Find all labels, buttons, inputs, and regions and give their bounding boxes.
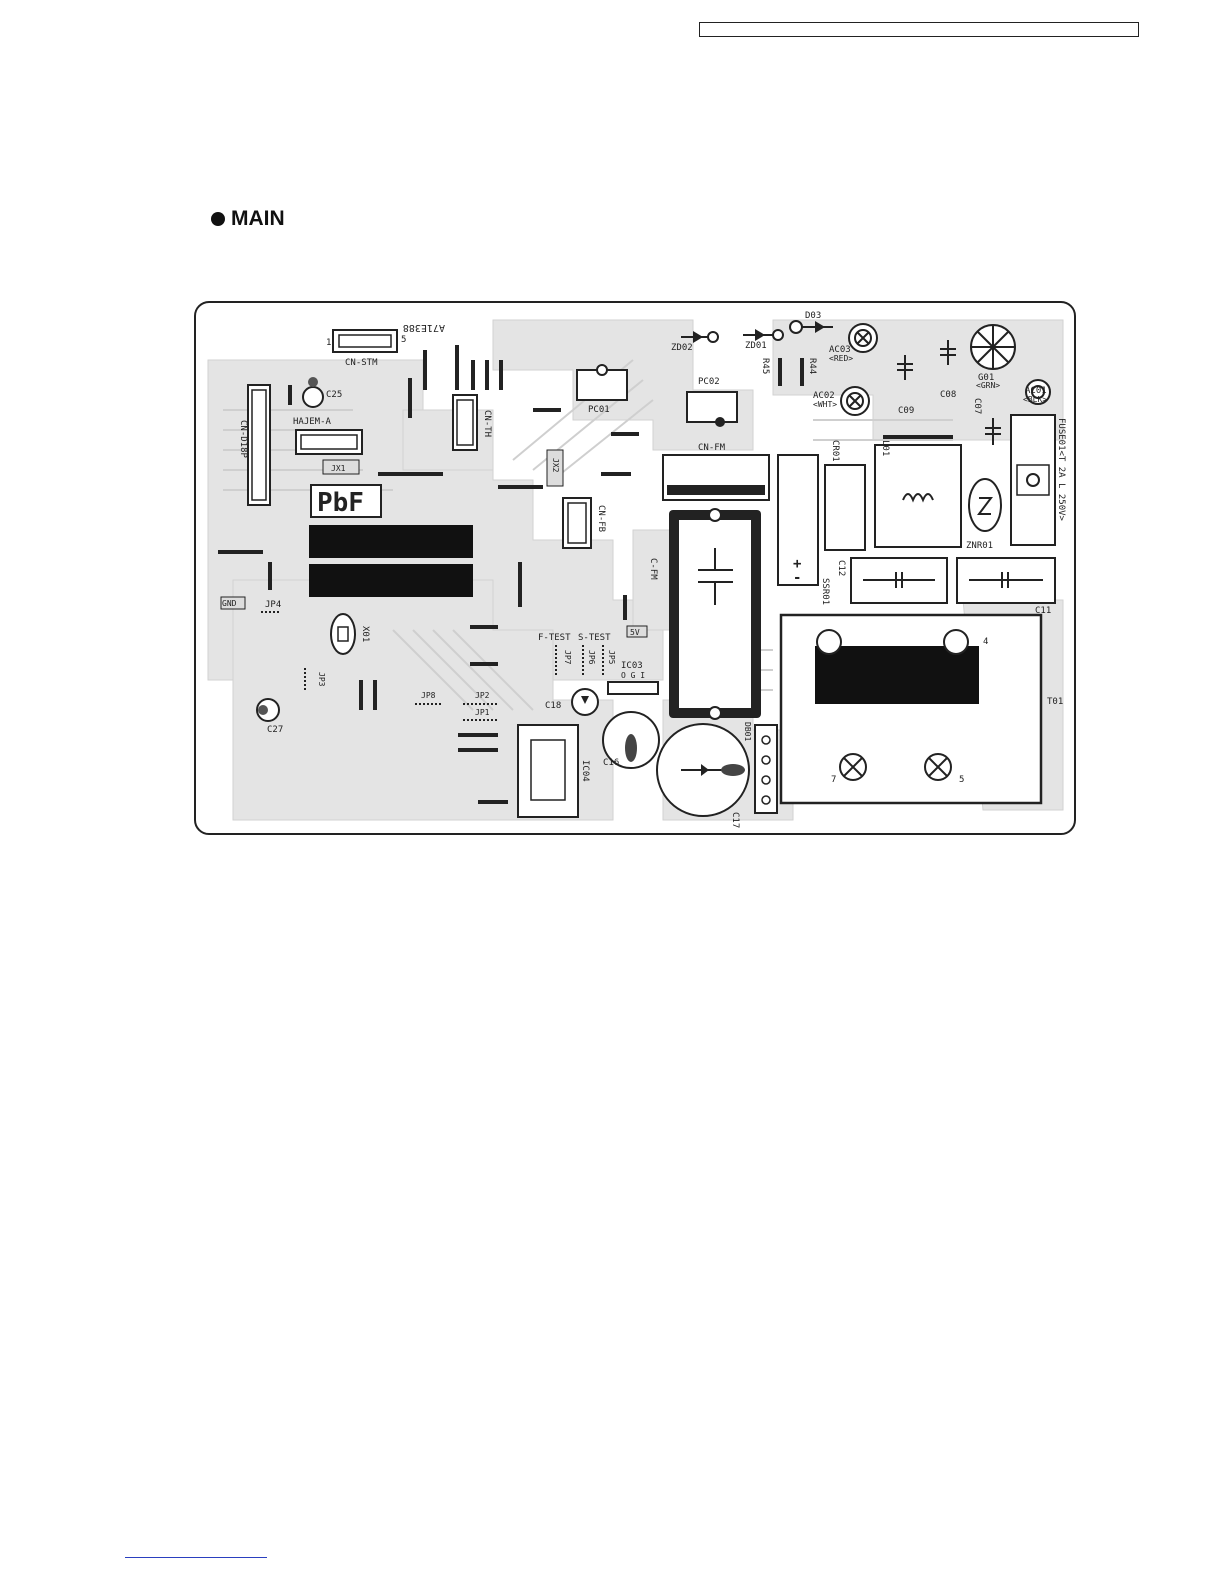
- label-ic03: IC03: [621, 661, 643, 671]
- label-c-fm: C-FM: [648, 558, 658, 580]
- label-g01: G01: [978, 373, 994, 383]
- svg-text:1: 1: [326, 338, 331, 348]
- label-jp8: JP8: [421, 691, 436, 700]
- label-db01: DB01: [743, 722, 752, 741]
- label-pbf: PbF: [317, 488, 364, 518]
- label-ac01: AC01: [1025, 386, 1047, 396]
- zener-diodes: [681, 320, 833, 343]
- label-ac02: AC02: [813, 391, 835, 401]
- label-jp2: JP2: [475, 691, 490, 700]
- header-box: [699, 22, 1139, 37]
- label-x01: X01: [360, 626, 370, 642]
- pc02-photocoupler: [686, 391, 738, 423]
- label-jp5: JP5: [607, 650, 616, 665]
- label-ac01-color: <BLK>: [1023, 395, 1047, 404]
- label-znr01: ZNR01: [966, 541, 993, 551]
- label-c18: C18: [545, 701, 561, 711]
- svg-text:7: 7: [831, 775, 836, 785]
- label-pc01: PC01: [588, 405, 610, 415]
- ic03-regulator: [607, 681, 659, 695]
- label-r44: R44: [807, 358, 817, 374]
- blocked-area-2: [309, 564, 473, 597]
- label-l01: L01: [880, 440, 890, 456]
- label-zd02: ZD02: [671, 343, 693, 353]
- svg-text:+: +: [793, 556, 801, 572]
- ic04: [517, 724, 579, 818]
- small-capacitors: [897, 340, 1001, 445]
- label-g01-color: <GRN>: [976, 381, 1000, 390]
- label-cn-fb: CN-FB: [596, 505, 606, 532]
- svg-text:-: -: [793, 570, 801, 586]
- label-5v: 5V: [630, 628, 640, 637]
- svg-text:4: 4: [983, 637, 988, 647]
- section-title-text: MAIN: [231, 207, 285, 230]
- 5v-pad: [626, 625, 648, 638]
- svg-text:5: 5: [959, 775, 964, 785]
- cn-fb-connector: [562, 497, 592, 549]
- blocked-area-1: [309, 525, 473, 558]
- cn-stm-connector: [332, 329, 398, 353]
- terminal-screws: [840, 323, 1051, 416]
- pcb-board-diagram: A71E388 1 5 CN-STM CN-D18P C25 HAJEM-A JX…: [193, 300, 1077, 836]
- label-jx2: JX2: [551, 458, 560, 473]
- l01-inductor: [874, 444, 962, 548]
- label-ogi: O G I: [621, 671, 645, 680]
- label-hajem-a: HAJEM-A: [293, 417, 332, 427]
- label-jp7: JP7: [563, 650, 572, 665]
- label-jp1: JP1: [475, 708, 490, 717]
- label-f-test: F-TEST: [538, 633, 571, 643]
- label-r45: R45: [760, 358, 770, 374]
- label-c12: C12: [836, 560, 846, 576]
- label-cr01: CR01: [830, 440, 840, 462]
- bullet-icon: [211, 212, 225, 226]
- label-fuse: FUSE01<T 2A L 250V>: [1056, 418, 1066, 522]
- label-ic04: IC04: [580, 760, 590, 782]
- label-s-test: S-TEST: [578, 633, 611, 643]
- label-cn-fm: CN-FM: [698, 443, 726, 453]
- label-c27: C27: [267, 725, 283, 735]
- label-cn-th: CN-TH: [482, 410, 492, 437]
- label-ssr01: SSR01: [820, 578, 830, 605]
- label-t01: T01: [1047, 697, 1063, 707]
- label-ac02-color: <WHT>: [813, 400, 837, 409]
- pbf-mark: [310, 484, 382, 518]
- jumper-bars: [218, 345, 953, 804]
- label-ac03-color: <RED>: [829, 354, 853, 363]
- label-jp6: JP6: [587, 650, 596, 665]
- c25-capacitor: [302, 386, 324, 408]
- jx2-jumper: [546, 449, 564, 487]
- test-jumpers: [555, 645, 604, 675]
- label-c17: C17: [730, 812, 740, 828]
- label-d03: D03: [805, 311, 821, 321]
- label-pc02: PC02: [698, 377, 720, 387]
- label-c25: C25: [326, 390, 342, 400]
- label-c11: C11: [1035, 606, 1051, 616]
- gnd-pad: [220, 596, 246, 610]
- label-jp3: JP3: [317, 672, 326, 687]
- label-c07: C07: [972, 398, 982, 414]
- hajem-a-connector: [295, 429, 363, 455]
- section-title: MAIN: [211, 207, 285, 231]
- cn-d18p-connector: [247, 384, 271, 506]
- cr01: [824, 464, 866, 551]
- db01-bridge: [754, 724, 778, 814]
- label-c09: C09: [898, 406, 914, 416]
- svg-text:5: 5: [401, 335, 406, 345]
- label-gnd: GND: [222, 599, 237, 608]
- part-number: A71E388: [403, 322, 445, 333]
- label-ac03: AC03: [829, 345, 851, 355]
- label-zd01: ZD01: [745, 341, 767, 351]
- jx1-jumper: [322, 459, 360, 475]
- label-cn-d18p: CN-D18P: [238, 420, 248, 459]
- x01-resonator: [330, 613, 356, 655]
- label-jx1: JX1: [331, 464, 346, 473]
- label-c16: C16: [603, 758, 619, 768]
- label-cn-stm: CN-STM: [345, 358, 378, 368]
- label-c08: C08: [940, 390, 956, 400]
- label-jp4: JP4: [265, 600, 281, 610]
- footer-link-underline[interactable]: [125, 1557, 267, 1558]
- ssr01: [777, 454, 819, 586]
- t01-blocked-area: [815, 646, 979, 704]
